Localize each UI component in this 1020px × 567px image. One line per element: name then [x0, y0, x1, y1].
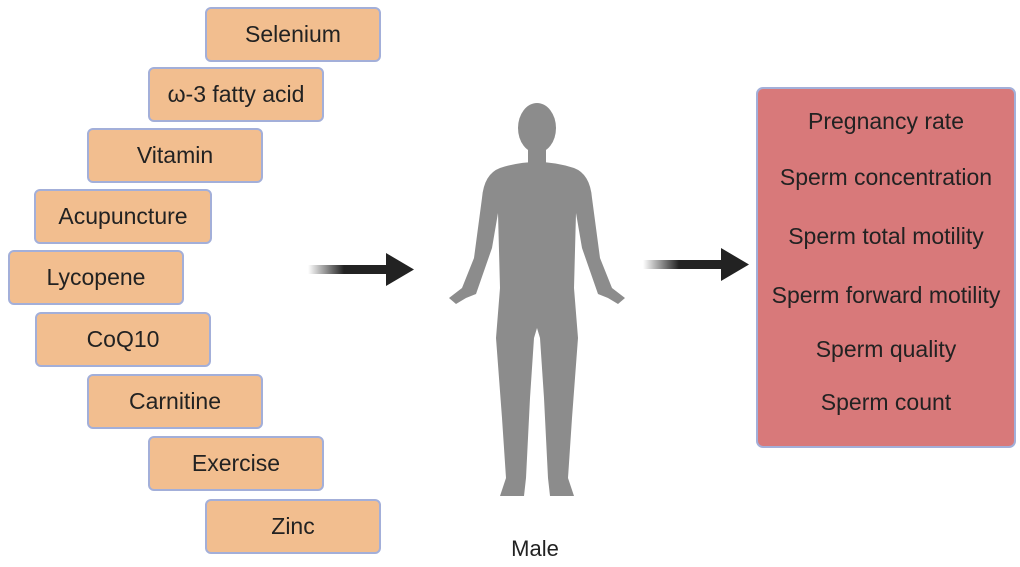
- intervention-box-coq10: CoQ10: [35, 312, 211, 367]
- outcome-item: Sperm quality: [815, 336, 957, 362]
- intervention-label: ω-3 fatty acid: [167, 81, 305, 107]
- outcome-item: Sperm forward motility: [771, 282, 1001, 308]
- intervention-label: Zinc: [271, 513, 315, 539]
- intervention-label: CoQ10: [86, 326, 160, 352]
- intervention-box-carnitine: Carnitine: [87, 374, 263, 429]
- intervention-box-lycopene: Lycopene: [8, 250, 184, 305]
- arrow-right-icon: [308, 253, 414, 286]
- intervention-label: Vitamin: [136, 142, 214, 168]
- intervention-label: Carnitine: [128, 388, 222, 414]
- intervention-box-vitamin: Vitamin: [87, 128, 263, 183]
- subject-label: Male: [511, 536, 559, 561]
- outcome-item: Sperm count: [820, 389, 952, 415]
- intervention-box-zinc: Zinc: [205, 499, 381, 554]
- intervention-label: Exercise: [191, 450, 281, 476]
- intervention-label: Acupuncture: [58, 203, 188, 229]
- outcomes-box: Pregnancy rate Sperm concentration Sperm…: [756, 87, 1016, 448]
- intervention-box-acupuncture: Acupuncture: [34, 189, 212, 244]
- male-silhouette-icon: [449, 103, 625, 496]
- intervention-label: Selenium: [245, 21, 341, 47]
- outcome-item: Sperm concentration: [779, 164, 993, 190]
- arrow-right-icon: [643, 248, 749, 281]
- outcome-item: Pregnancy rate: [808, 108, 964, 134]
- intervention-box-selenium: Selenium: [205, 7, 381, 62]
- outcome-item: Sperm total motility: [788, 223, 984, 249]
- intervention-label: Lycopene: [46, 264, 146, 290]
- intervention-box-omega3: ω-3 fatty acid: [148, 67, 324, 122]
- intervention-box-exercise: Exercise: [148, 436, 324, 491]
